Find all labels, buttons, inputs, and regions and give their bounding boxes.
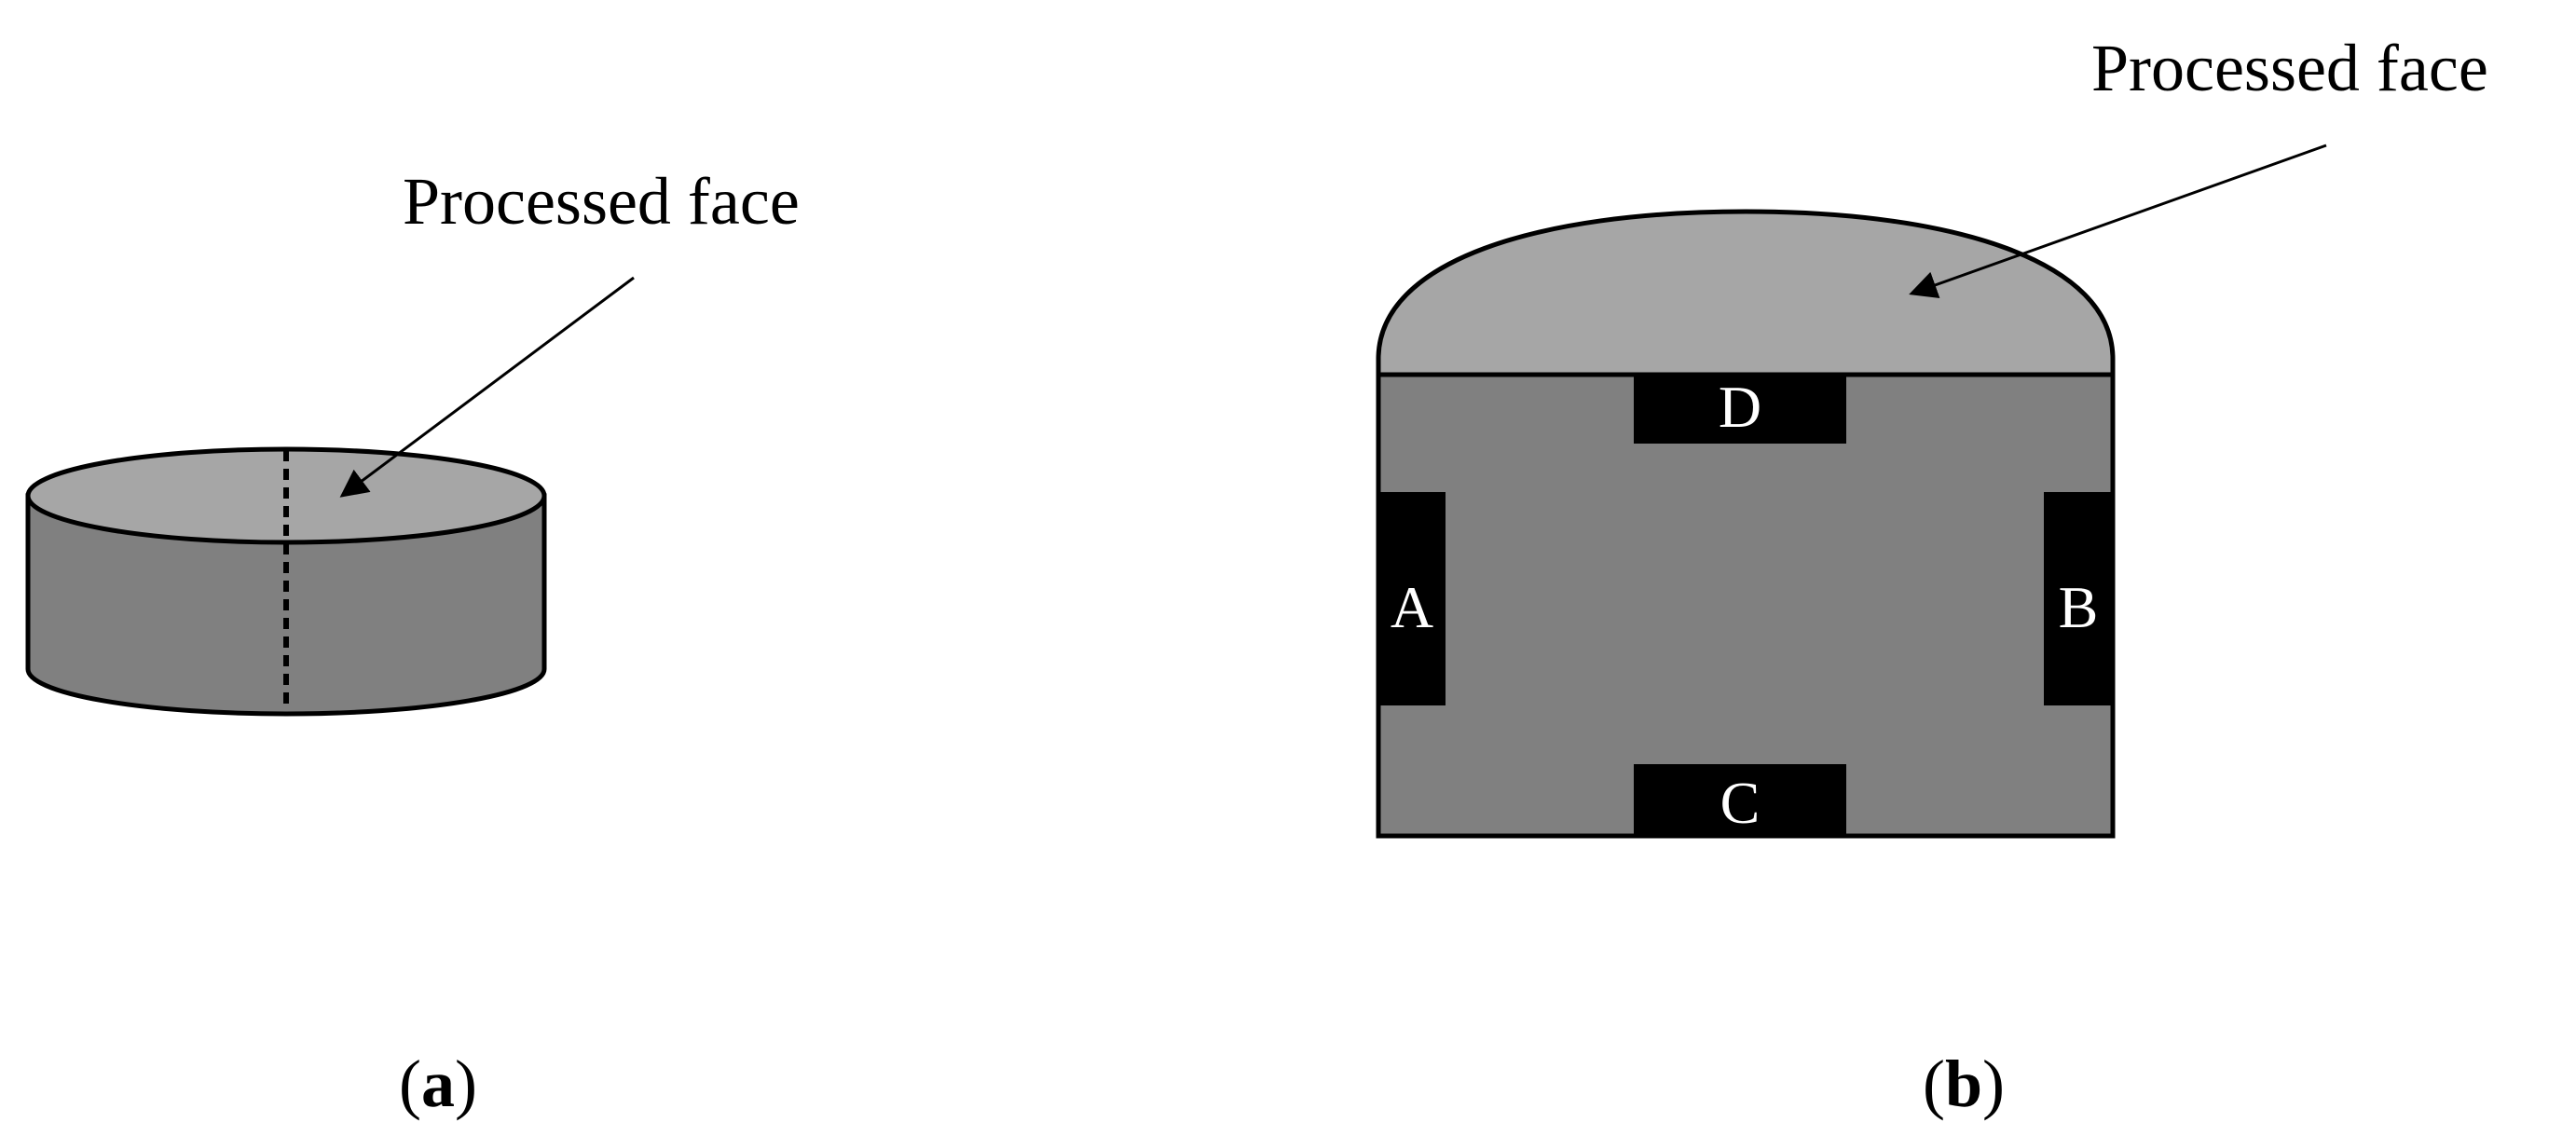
annotation-arrow-b: [1909, 144, 2327, 299]
panel-a: Processed face (a): [25, 164, 800, 1121]
section-processed-face: [1376, 209, 2116, 377]
annotation-text-b: Processed face: [2091, 31, 2488, 105]
annotation-text-a: Processed face: [403, 164, 800, 239]
block-b: [2044, 492, 2113, 705]
caption-b: (b): [1923, 1047, 2005, 1121]
label-b: B: [2059, 574, 2099, 640]
block-c: [1634, 764, 1846, 836]
panel-b: D C A B Processed face (b): [1376, 31, 2488, 1121]
label-a: A: [1391, 574, 1433, 640]
label-c: C: [1720, 770, 1761, 836]
caption-a: (a): [399, 1047, 477, 1121]
block-d: [1634, 375, 1846, 444]
label-d: D: [1719, 374, 1761, 440]
block-a: [1378, 492, 1446, 705]
annotation-arrow-a: [339, 276, 635, 498]
